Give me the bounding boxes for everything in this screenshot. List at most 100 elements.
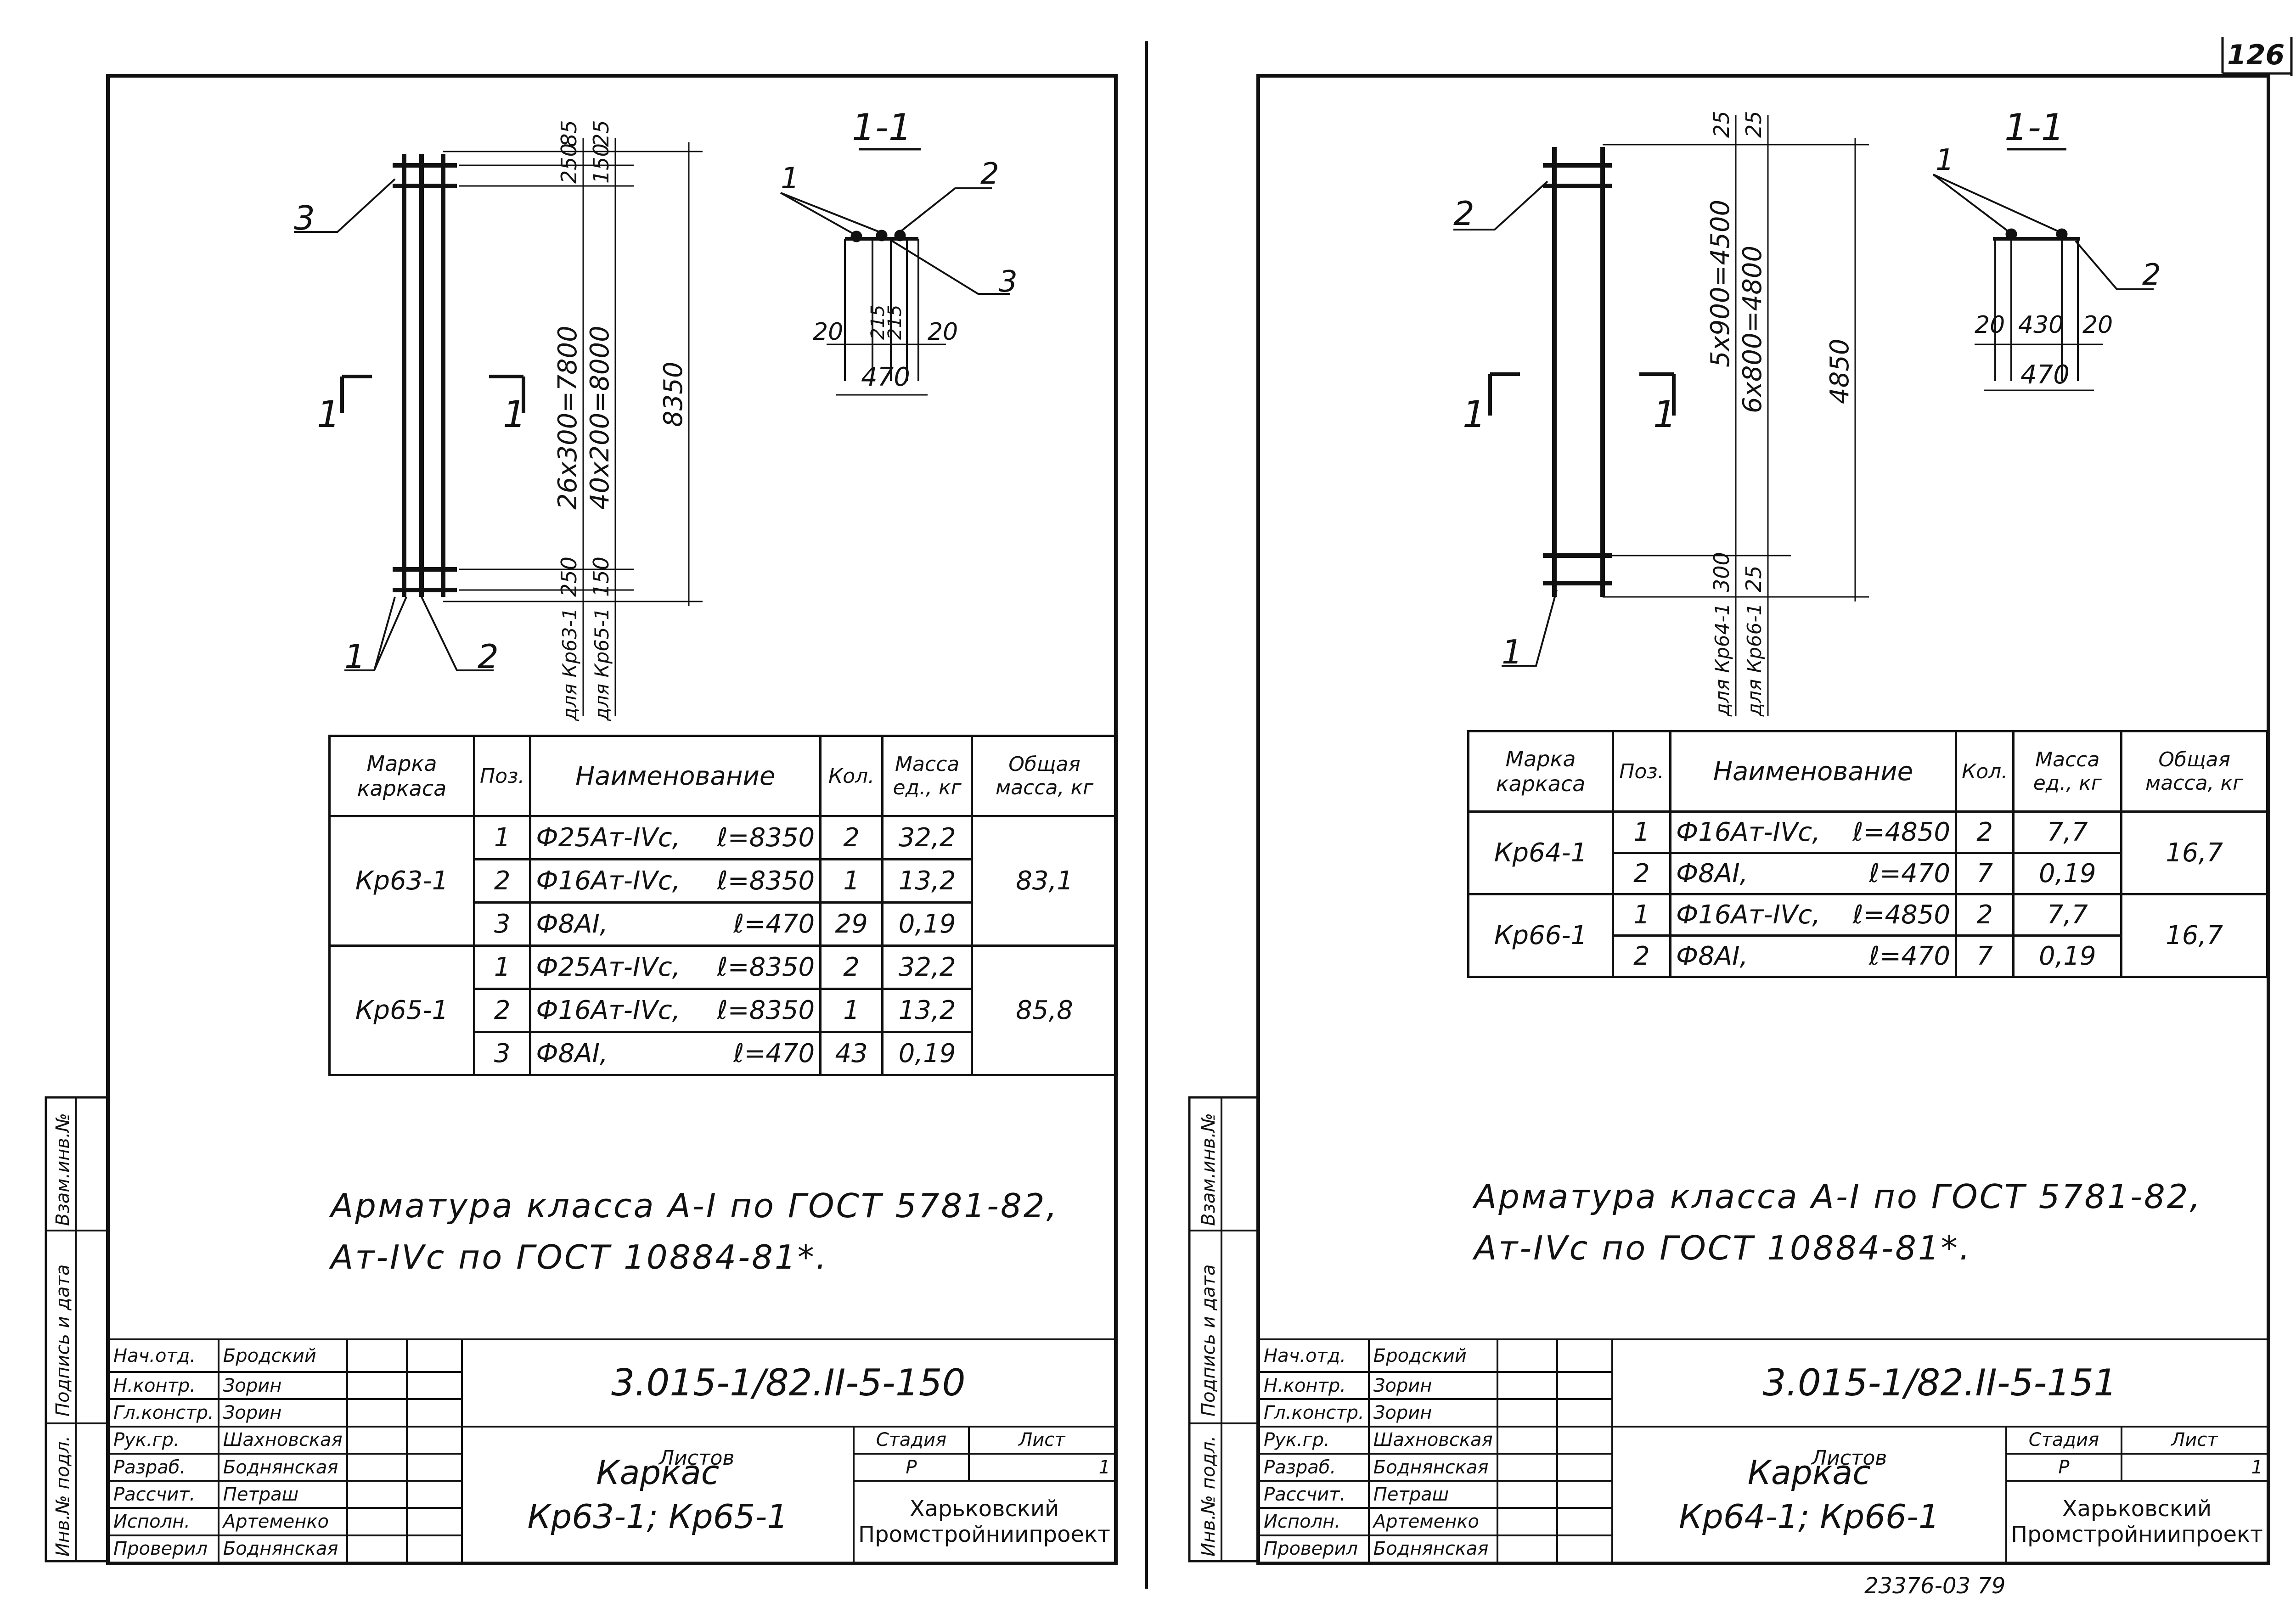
stage-label: Стадия [2005,1425,2122,1455]
total-cell: 16,7 [2120,810,2268,895]
note-left: Арматура класса А-I по ГОСТ 5781-82, Ат-… [331,1180,1058,1283]
date-cell [1556,1338,1613,1373]
table-row: 2 Ф8АI, ℓ=470 7 0,19 [1469,852,2268,895]
pos-cell: 1 [473,815,532,860]
dim-right-rows-1: 5x900=4500 [1705,200,1735,367]
name-cell: Бродский [1367,1338,1498,1373]
mark-cell: Кр65-1 [328,944,475,1076]
dim-right-rows-3: 4850 [1825,338,1855,404]
signature-cell [1496,1425,1558,1455]
date-cell [405,1398,463,1428]
date-cell [1556,1507,1613,1536]
table-row: Кр66-1 1 Ф16Ат-IVс, ℓ=4850 2 7,7 16,7 [1467,893,2268,978]
title-block-left: Нач.отд. Бродский 3.015-1/82.II-5-150 Н.… [108,1338,1116,1564]
qty-cell: 2 [1954,893,2015,937]
signature-cell [1496,1480,1558,1509]
date-cell [1556,1425,1613,1455]
dim-left-sec-1: 20 [813,318,843,346]
title-right-line1: Каркас [1747,1453,1871,1492]
name-cell: Ф8АI, [1669,934,1831,978]
name-cell: Ф25Ат-IVс, [529,944,693,990]
stage-label: Стадия [853,1425,970,1455]
length-cell: ℓ=470 [1830,852,1957,895]
mass-cell: 13,2 [881,988,974,1033]
role-cell: Исполн. [1258,1507,1370,1536]
side-stamp-left-3: Взам.инв.№ [52,1113,73,1226]
callout-right-2: 2 [1453,194,1474,233]
note-left-line1: Арматура класса А-I по ГОСТ 5781-82, [331,1186,1059,1225]
signature-cell [346,1371,408,1400]
name-cell: Ф8АI, [1669,852,1831,895]
date-cell [1556,1371,1613,1400]
role-cell: Рук.гр. [1258,1425,1370,1455]
col-mark: Марка каркаса [1467,730,1614,813]
pos-cell: 1 [1612,893,1671,937]
date-cell [405,1480,463,1509]
sheet-label: Лист [2120,1425,2269,1455]
length-cell: ℓ=470 [1830,934,1957,978]
mass-cell: 0,19 [2012,934,2123,978]
sheet-value: 1 [968,1452,1116,1482]
mark-cell: Кр64-1 [1467,810,1614,895]
length-cell: ℓ=470 [693,901,822,947]
dim-left-bottom-1: 250 [557,556,581,597]
pos-cell: 2 [473,988,532,1033]
title-right: Каркас Кр64-1; Кр66-1 [1611,1425,2008,1564]
name-cell: Ф25Ат-IVс, [529,815,693,860]
mass-cell: 0,19 [881,901,974,947]
signature-cell [346,1338,408,1373]
length-cell: ℓ=4850 [1830,893,1957,937]
dim-left-sec-4: 20 [928,318,958,346]
table-row: 3 Ф8АI, ℓ=470 29 0,19 [330,901,1117,947]
col-pos: Поз. [1612,730,1671,813]
role-cell: Рассчит. [108,1480,219,1509]
table-row: 2 Ф16Ат-IVс, ℓ=8350 1 13,2 [330,988,1117,1033]
dim-right-sec-3: 20 [2082,311,2113,339]
length-cell: ℓ=8350 [693,858,822,904]
name-cell: Ф16Ат-IVс, [529,988,693,1033]
cut-mark-right-b: 1 [1653,393,1677,436]
name-cell: Бродский [217,1338,348,1373]
dim-right-sec-1: 20 [1975,311,2005,339]
side-stamp-left-1: Инв.№ подл. [52,1436,73,1557]
role-cell: Разраб. [1258,1452,1370,1482]
length-cell: ℓ=470 [693,1031,822,1076]
date-cell [1556,1452,1613,1482]
signature-cell [1496,1338,1558,1373]
table-row: 2 Ф8АI, ℓ=470 7 0,19 [1469,934,2268,978]
name-cell: Петраш [217,1480,348,1509]
role-cell: Гл.констр. [108,1398,219,1428]
date-cell [1556,1480,1613,1509]
mass-cell: 7,7 [2012,893,2123,937]
dim-right-top-2: 25 [1741,111,1766,138]
org-right: Харьковский Промстройниипроект [2005,1480,2268,1563]
date-cell [405,1507,463,1536]
org-left-line1: Харьковский [909,1496,1059,1522]
sheet-label: Лист [968,1425,1116,1455]
role-cell: Проверил [1258,1534,1370,1564]
length-cell: ℓ=8350 [693,944,822,990]
dim-left-sec-5: 470 [861,362,910,392]
side-stamp-right-3: Взам.инв.№ [1198,1113,1219,1226]
dim-left-for-2: для Кр65-1 [591,608,613,721]
name-cell: Боднянская [217,1534,348,1564]
role-cell: Н.контр. [108,1371,219,1400]
qty-cell: 2 [1954,810,2015,854]
pos-cell: 2 [473,858,532,904]
mass-cell: 13,2 [881,858,974,904]
total-cell: 83,1 [971,815,1118,947]
section-callout-right-2: 2 [2142,258,2161,292]
title-left-line2: Кр63-1; Кр65-1 [527,1497,788,1536]
signature-cell [346,1398,408,1428]
pos-cell: 3 [473,1031,532,1076]
qty-cell: 29 [819,901,884,947]
col-name: Наименование [529,735,822,817]
title-right-line2: Кр64-1; Кр66-1 [1679,1497,1940,1536]
dim-right-sec-4: 470 [2020,360,2070,390]
title-block-right: Нач.отд. Бродский 3.015-1/82.II-5-151 Н.… [1258,1338,2269,1564]
col-name: Наименование [1669,730,1957,813]
stage-value: Р [2005,1452,2122,1482]
dim-left-for-1: для Кр63-1 [558,608,581,721]
spec-table-left: Марка каркаса Поз. Наименование Кол. Мас… [328,735,1118,1076]
signature-cell [346,1480,408,1509]
